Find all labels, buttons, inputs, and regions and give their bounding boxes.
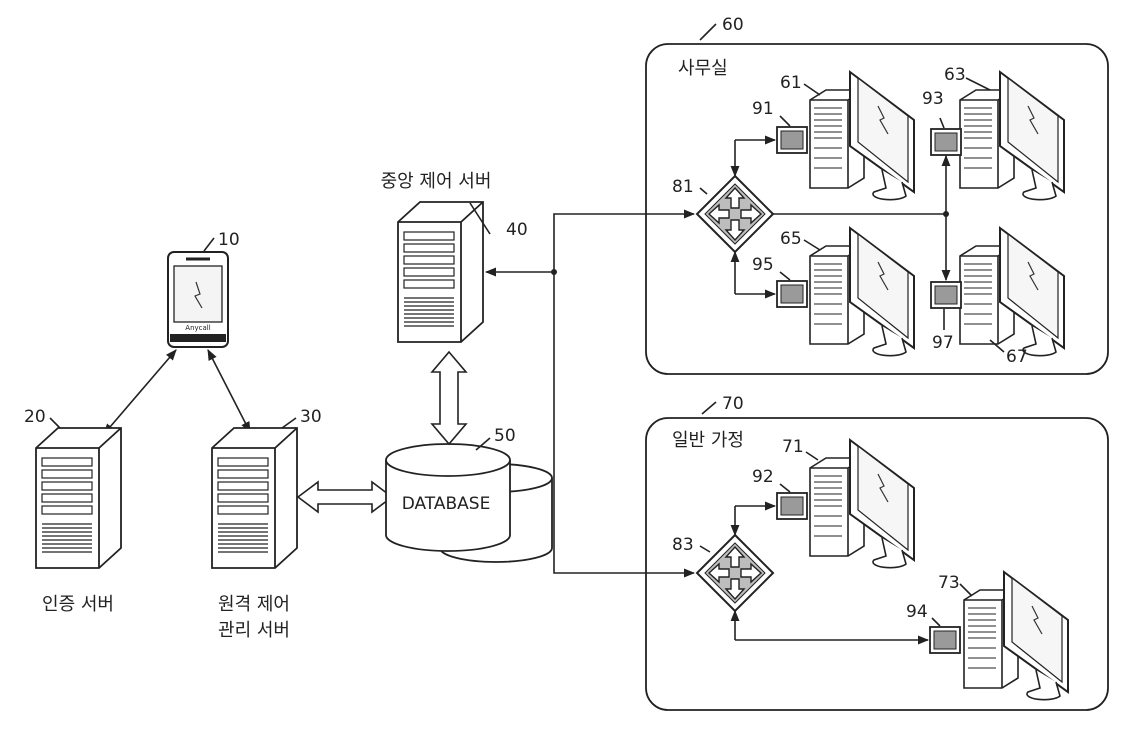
office-area bbox=[645, 43, 1109, 375]
device-94 bbox=[929, 626, 961, 654]
label-pc-63: 63 bbox=[944, 65, 966, 85]
label-router-81: 81 bbox=[672, 177, 694, 197]
office-pc-65 bbox=[809, 227, 915, 357]
label-dev-94: 94 bbox=[906, 602, 928, 622]
caption-remote-line2: 관리 서버 bbox=[218, 620, 290, 641]
label-dev-92: 92 bbox=[752, 467, 774, 487]
database: DATABASE bbox=[385, 443, 553, 563]
device-97 bbox=[930, 281, 962, 309]
caption-central-server: 중앙 제어 서버 bbox=[381, 171, 492, 192]
caption-remote-line1: 원격 제어 bbox=[218, 594, 290, 615]
link-net-home bbox=[553, 272, 696, 578]
link-central-database bbox=[430, 350, 468, 446]
link-net-office bbox=[553, 209, 696, 272]
mobile-phone: Anycall bbox=[167, 251, 229, 348]
label-dev-93: 93 bbox=[922, 89, 944, 109]
office-pc-67 bbox=[959, 227, 1065, 357]
caption-home: 일반 가정 bbox=[672, 430, 744, 451]
device-92 bbox=[776, 492, 808, 520]
router-office bbox=[696, 175, 774, 253]
home-area bbox=[645, 417, 1109, 711]
label-auth-server: 20 bbox=[24, 407, 46, 427]
home-pc-71 bbox=[809, 439, 915, 569]
label-office: 60 bbox=[722, 15, 744, 35]
label-phone: 10 bbox=[218, 230, 240, 250]
link-phone-remote bbox=[207, 349, 251, 433]
remote-control-server bbox=[211, 427, 298, 569]
caption-office: 사무실 bbox=[678, 58, 728, 79]
device-93 bbox=[930, 128, 962, 156]
phone-brand: Anycall bbox=[185, 324, 210, 332]
label-home: 70 bbox=[722, 394, 744, 414]
device-95 bbox=[776, 280, 808, 308]
link-remote-database bbox=[296, 480, 394, 514]
label-pc-71: 71 bbox=[782, 437, 804, 457]
label-dev-91: 91 bbox=[752, 99, 774, 119]
home-pc-73 bbox=[963, 571, 1069, 701]
label-central-server: 40 bbox=[506, 220, 528, 240]
label-dev-97: 97 bbox=[932, 333, 954, 353]
label-dev-95: 95 bbox=[752, 255, 774, 275]
link-phone-auth bbox=[103, 349, 177, 435]
database-text: DATABASE bbox=[402, 494, 491, 514]
office-pc-63 bbox=[959, 71, 1065, 201]
caption-auth-server: 인증 서버 bbox=[42, 594, 114, 615]
central-control-server bbox=[397, 201, 484, 343]
label-remote-server: 30 bbox=[300, 407, 322, 427]
label-pc-65: 65 bbox=[780, 229, 802, 249]
label-router-83: 83 bbox=[672, 535, 694, 555]
auth-server bbox=[35, 427, 122, 569]
router-home bbox=[696, 534, 774, 612]
label-pc-73: 73 bbox=[938, 573, 960, 593]
device-91 bbox=[776, 126, 808, 154]
office-pc-61 bbox=[809, 71, 915, 201]
label-pc-67: 67 bbox=[1006, 347, 1028, 367]
label-database: 50 bbox=[494, 426, 516, 446]
label-pc-61: 61 bbox=[780, 73, 802, 93]
